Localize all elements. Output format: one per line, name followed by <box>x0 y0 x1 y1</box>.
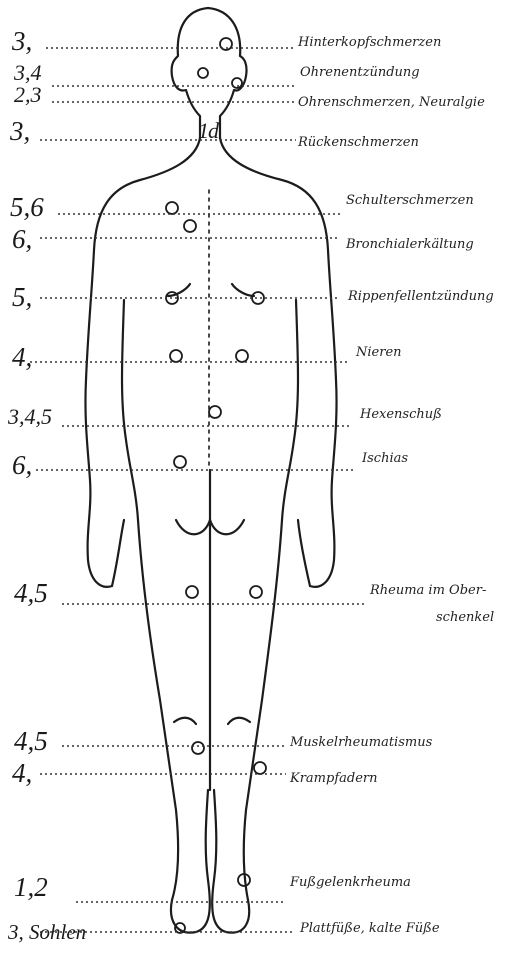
row-number: 4, <box>12 760 32 787</box>
row-number: 6, <box>12 226 32 253</box>
row-label: Ohrenentzündung <box>300 66 420 80</box>
row-number: 6, <box>12 452 32 479</box>
row-label: Bronchialerkältung <box>346 238 474 252</box>
row-label-continued: schenkel <box>436 610 494 625</box>
row-number: 3, <box>12 28 32 55</box>
torso-right-outline <box>220 138 337 587</box>
row-number: 2,3 <box>14 84 42 106</box>
row-number: 4,5 <box>14 580 48 607</box>
row-number: 4,5 <box>14 728 48 755</box>
row-number: 4, <box>12 344 32 371</box>
row-label: Ischias <box>362 452 408 466</box>
torso-left-outline <box>85 138 200 587</box>
svg-text:d: d <box>208 118 220 143</box>
row-label: Rückenschmerzen <box>298 136 419 150</box>
row-label: Ohrenschmerzen, Neuralgie <box>298 96 485 110</box>
row-number: 3,4 <box>14 62 42 84</box>
row-number: 3, Sohlen <box>8 922 86 943</box>
row-number: 3, <box>10 118 30 145</box>
row-label: Fußgelenkrheuma <box>290 876 411 890</box>
row-number: 3,4,5 <box>8 406 52 428</box>
right-leg-outline <box>212 520 282 933</box>
row-number: 1,2 <box>14 874 48 901</box>
row-label: Rheuma im Ober- <box>370 584 486 598</box>
row-number: 5,6 <box>10 194 44 221</box>
row-label: Hinterkopfschmerzen <box>298 36 441 50</box>
row-label: Muskelrheumatismus <box>290 736 432 750</box>
row-label: Rippenfellentzündung <box>348 290 494 304</box>
row-label: Hexenschuß <box>360 408 442 422</box>
row-label: Schulterschmerzen <box>346 194 474 208</box>
row-label: Krampfadern <box>290 772 378 786</box>
row-label: Plattfüße, kalte Füße <box>300 922 440 936</box>
row-label: Nieren <box>356 346 402 360</box>
left-leg-outline <box>138 520 210 933</box>
row-number: 5, <box>12 284 32 311</box>
